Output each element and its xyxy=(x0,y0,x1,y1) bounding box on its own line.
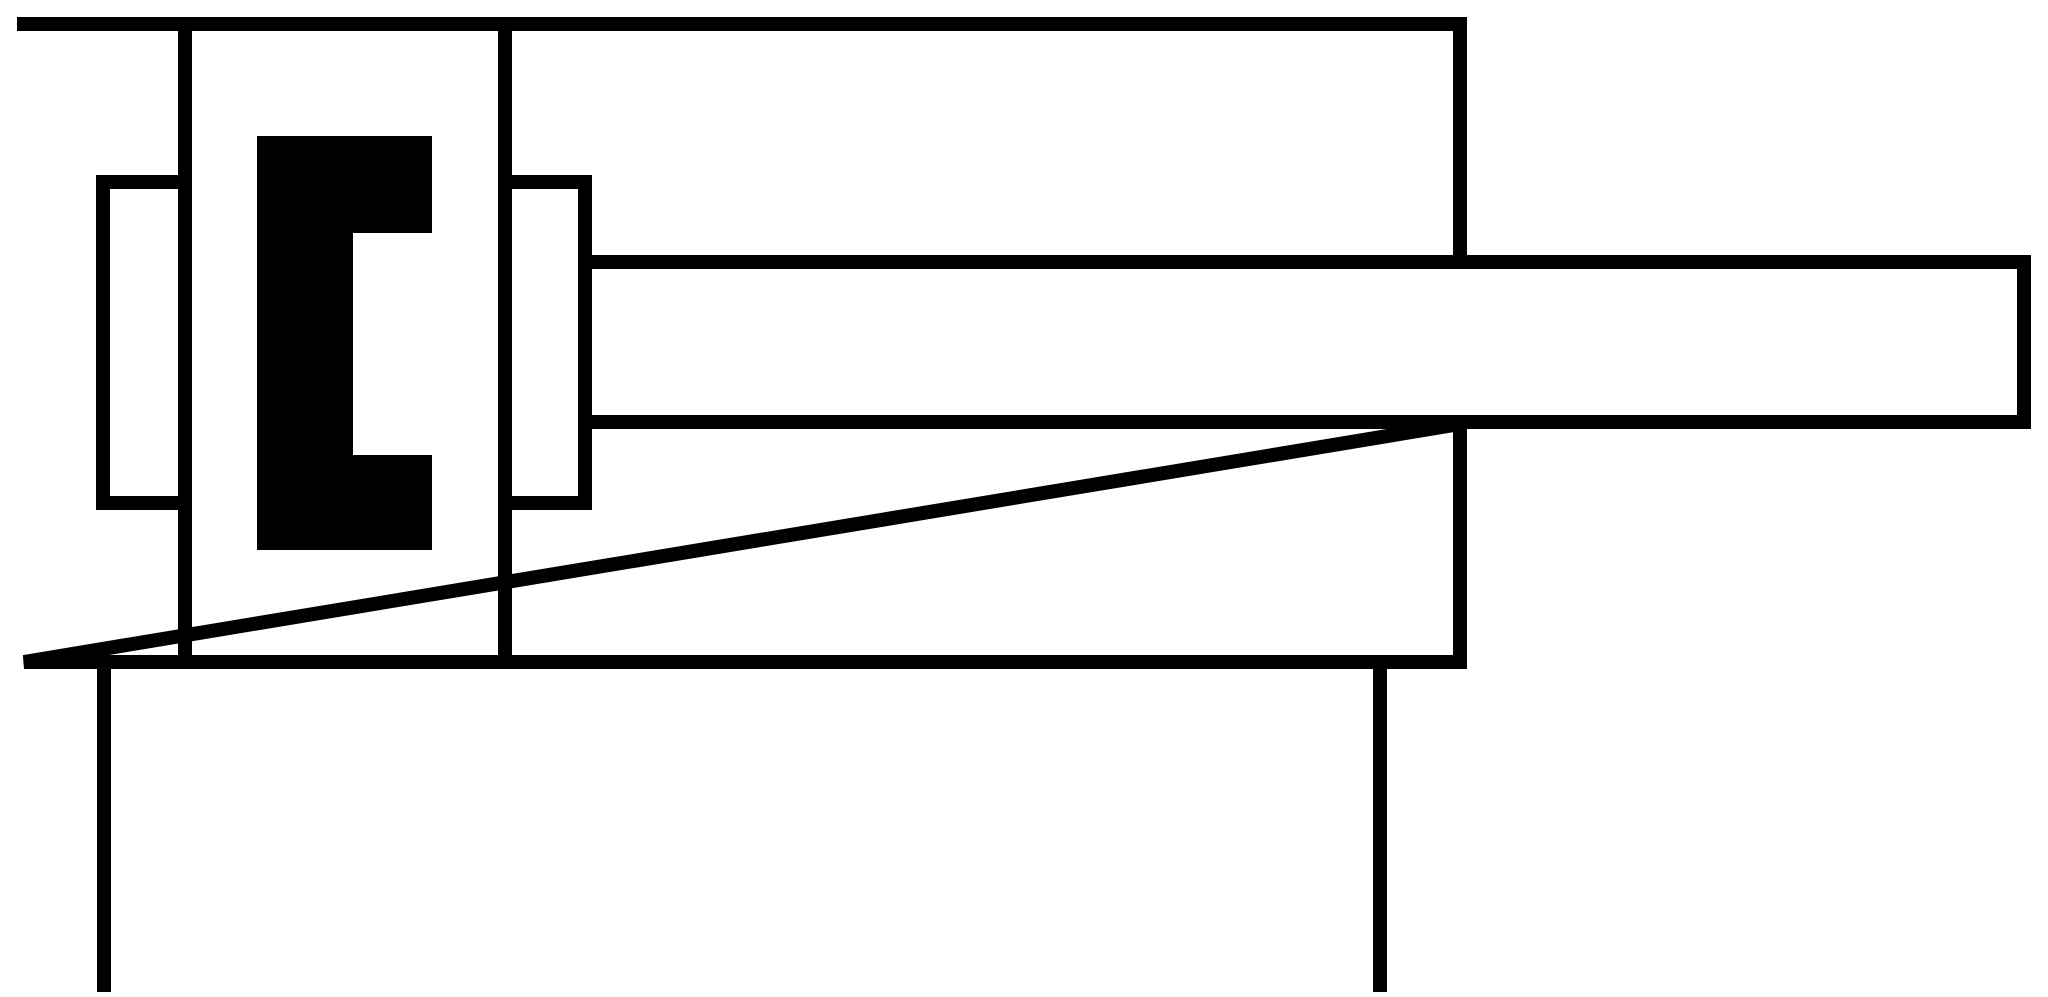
left-cushion xyxy=(96,175,192,510)
piston-seal-icon xyxy=(257,136,432,550)
piston-rod xyxy=(578,255,2031,429)
cylinder-symbol xyxy=(17,17,2031,992)
